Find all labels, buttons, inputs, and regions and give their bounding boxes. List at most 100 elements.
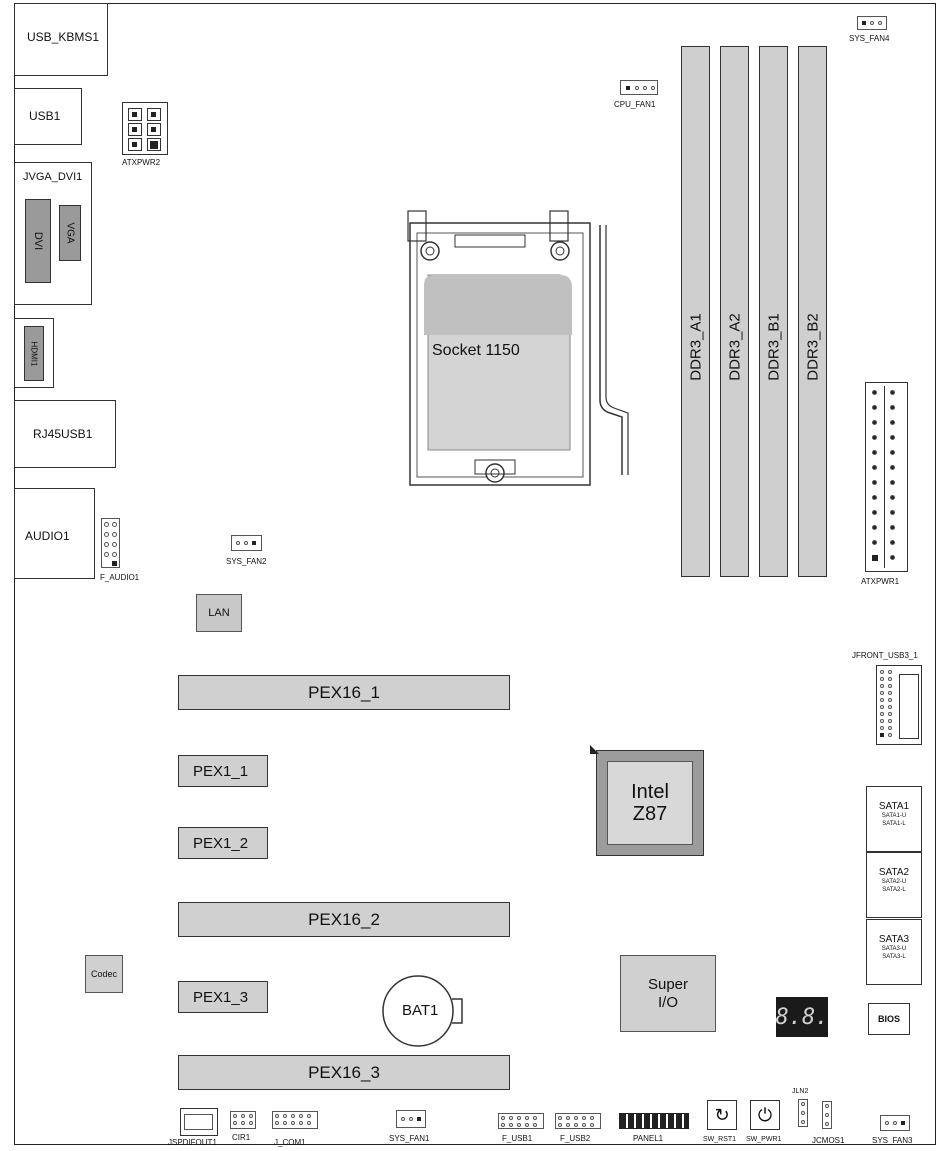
usb3-pin — [888, 677, 892, 681]
header-pin — [558, 1116, 562, 1120]
atx-pin — [890, 555, 895, 560]
sata3-label: SATA3 — [878, 934, 910, 945]
jln2-header — [798, 1099, 808, 1127]
dimm-slot-b2: DDR3_B2 — [798, 46, 827, 577]
pex1-2-slot: PEX1_2 — [178, 827, 268, 859]
cir-label: CIR1 — [232, 1133, 251, 1142]
dimm-slot-a1: DDR3_A1 — [681, 46, 710, 577]
usb3-pin — [888, 712, 892, 716]
chipset-pin1-marker — [590, 745, 599, 754]
header-pin — [307, 1121, 311, 1125]
sata1-label: SATA1 — [878, 801, 910, 812]
atx-pin — [890, 480, 895, 485]
cpu-fan-header — [620, 80, 658, 95]
header-pin — [517, 1116, 521, 1120]
j-com-header — [272, 1111, 318, 1129]
header-pin — [283, 1121, 287, 1125]
atx-pin — [890, 495, 895, 500]
usb3-pin — [880, 684, 884, 688]
f-usb1-header — [498, 1113, 544, 1129]
j-com-label: J_COM1 — [274, 1138, 306, 1147]
atx-pin — [872, 540, 877, 545]
rj45-usb-port: RJ45USB1 — [14, 400, 116, 468]
panel-label: PANEL1 — [633, 1134, 664, 1143]
atxpwr1-label: ATXPWR1 — [861, 577, 900, 586]
jcmos-label: JCMOS1 — [812, 1136, 845, 1145]
header-pin — [275, 1121, 279, 1125]
debug-led-display: 8.8. — [775, 997, 829, 1037]
battery-holder — [382, 975, 463, 1047]
socket-label: Socket 1150 — [432, 342, 520, 359]
atxpwr1-pins — [869, 387, 905, 567]
header-pin — [533, 1116, 537, 1120]
f-audio-header — [101, 518, 120, 568]
cpu-socket-frame — [407, 210, 629, 486]
usb3-pin — [880, 691, 884, 695]
jspdifout-header — [180, 1108, 218, 1136]
usb1-label: USB1 — [29, 109, 61, 123]
rj45-label: RJ45USB1 — [33, 427, 93, 441]
hdmi-port: HDMI1 — [14, 318, 54, 388]
header-pin — [582, 1123, 586, 1127]
dvi-connector: DVI — [25, 199, 51, 283]
header-pin — [509, 1123, 513, 1127]
usb3-pin — [880, 670, 884, 674]
atx-pin — [872, 525, 877, 530]
header-pin — [590, 1116, 594, 1120]
pex16-2-label: PEX16_2 — [308, 909, 380, 929]
usb3-pin — [888, 733, 892, 737]
sata2-label: SATA2 — [878, 867, 910, 878]
header-pin — [825, 1104, 829, 1108]
header-pin — [291, 1121, 295, 1125]
atx-pin — [890, 465, 895, 470]
atx-pin — [890, 405, 895, 410]
hdmi-connector: HDMI1 — [24, 326, 44, 381]
header-pin — [275, 1114, 279, 1118]
sata1-l-label: SATA1-L — [882, 821, 906, 827]
f-audio-label: F_AUDIO1 — [100, 573, 140, 582]
header-pin — [574, 1116, 578, 1120]
cpu-fan-label: CPU_FAN1 — [614, 100, 656, 109]
header-pin — [801, 1102, 805, 1106]
pex1-2-label: PEX1_2 — [193, 834, 249, 852]
jcmos-header — [822, 1101, 832, 1129]
usb3-pin — [880, 712, 884, 716]
header-pin — [801, 1120, 805, 1124]
usb3-pin — [888, 698, 892, 702]
debug-led-text: 8.8. — [775, 1004, 829, 1030]
dimm-slot-a2: DDR3_A2 — [720, 46, 749, 577]
pex1-3-slot: PEX1_3 — [178, 981, 268, 1013]
header-pin — [291, 1114, 295, 1118]
sys-fan1-label: SYS_FAN1 — [389, 1134, 430, 1143]
usb3-pin — [880, 719, 884, 723]
atx-pin — [872, 495, 877, 500]
header-pin — [517, 1123, 521, 1127]
atx-pin — [890, 510, 895, 515]
usb3-pin — [888, 726, 892, 730]
pex16-2-slot: PEX16_2 — [178, 902, 510, 937]
usb3-pin — [880, 677, 884, 681]
usb3-pin — [888, 705, 892, 709]
header-pin — [233, 1121, 237, 1125]
jfront-usb3-header — [876, 665, 922, 745]
atxpwr2-label: ATXPWR2 — [122, 158, 161, 167]
usb3-pin — [880, 705, 884, 709]
jvga-dvi-label: JVGA_DVI1 — [23, 171, 83, 183]
vga-label: VGA — [64, 222, 76, 244]
header-pin — [509, 1116, 513, 1120]
header-pin — [801, 1111, 805, 1115]
header-pin — [825, 1122, 829, 1126]
chipset-line1: Intel — [631, 781, 669, 803]
sys-fan2-label: SYS_FAN2 — [226, 557, 267, 566]
chipset-die: Intel Z87 — [607, 761, 693, 845]
atx-pin — [872, 480, 877, 485]
header-pin — [533, 1123, 537, 1127]
atx-pin — [872, 510, 877, 515]
header-pin — [582, 1116, 586, 1120]
header-pin — [566, 1116, 570, 1120]
sys-fan4-label: SYS_FAN4 — [849, 34, 890, 43]
header-pin — [566, 1123, 570, 1127]
pex1-3-label: PEX1_3 — [193, 988, 249, 1006]
sw-pwr-label: SW_PWR1 — [746, 1136, 782, 1143]
atx-pin — [890, 390, 895, 395]
